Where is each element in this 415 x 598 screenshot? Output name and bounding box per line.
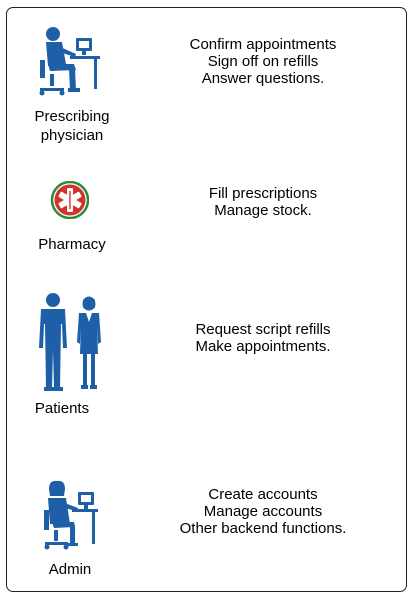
task-list-admin: Create accounts Manage accounts Other ba…	[158, 486, 368, 537]
task-item: Fill prescriptions	[208, 185, 318, 202]
star-of-life-icon	[51, 181, 89, 219]
role-label-admin: Admin	[48, 561, 92, 578]
task-list-physician: Confirm appointments Sign off on refills…	[158, 36, 368, 87]
diagram-frame	[6, 7, 407, 592]
task-list-pharmacy: Fill prescriptions Manage stock.	[158, 185, 368, 219]
task-item: Make appointments.	[195, 338, 331, 355]
task-item: Sign off on refills	[207, 53, 319, 70]
role-label-patients: Patients	[34, 400, 90, 417]
role-label-pharmacy: Pharmacy	[38, 236, 106, 253]
task-item: Manage accounts	[203, 503, 323, 520]
task-item: Confirm appointments	[189, 36, 337, 53]
task-item: Create accounts	[208, 486, 318, 503]
task-item: Request script refills	[195, 321, 331, 338]
task-list-patients: Request script refills Make appointments…	[158, 321, 368, 355]
task-item: Other backend functions.	[179, 520, 347, 537]
doctor-at-computer-icon	[39, 27, 100, 96]
task-item: Manage stock.	[214, 202, 312, 219]
task-item: Answer questions.	[201, 70, 325, 87]
patients-icon	[39, 293, 101, 391]
admin-at-computer-icon	[44, 480, 98, 550]
role-label-physician: Prescribing physician	[34, 108, 110, 144]
